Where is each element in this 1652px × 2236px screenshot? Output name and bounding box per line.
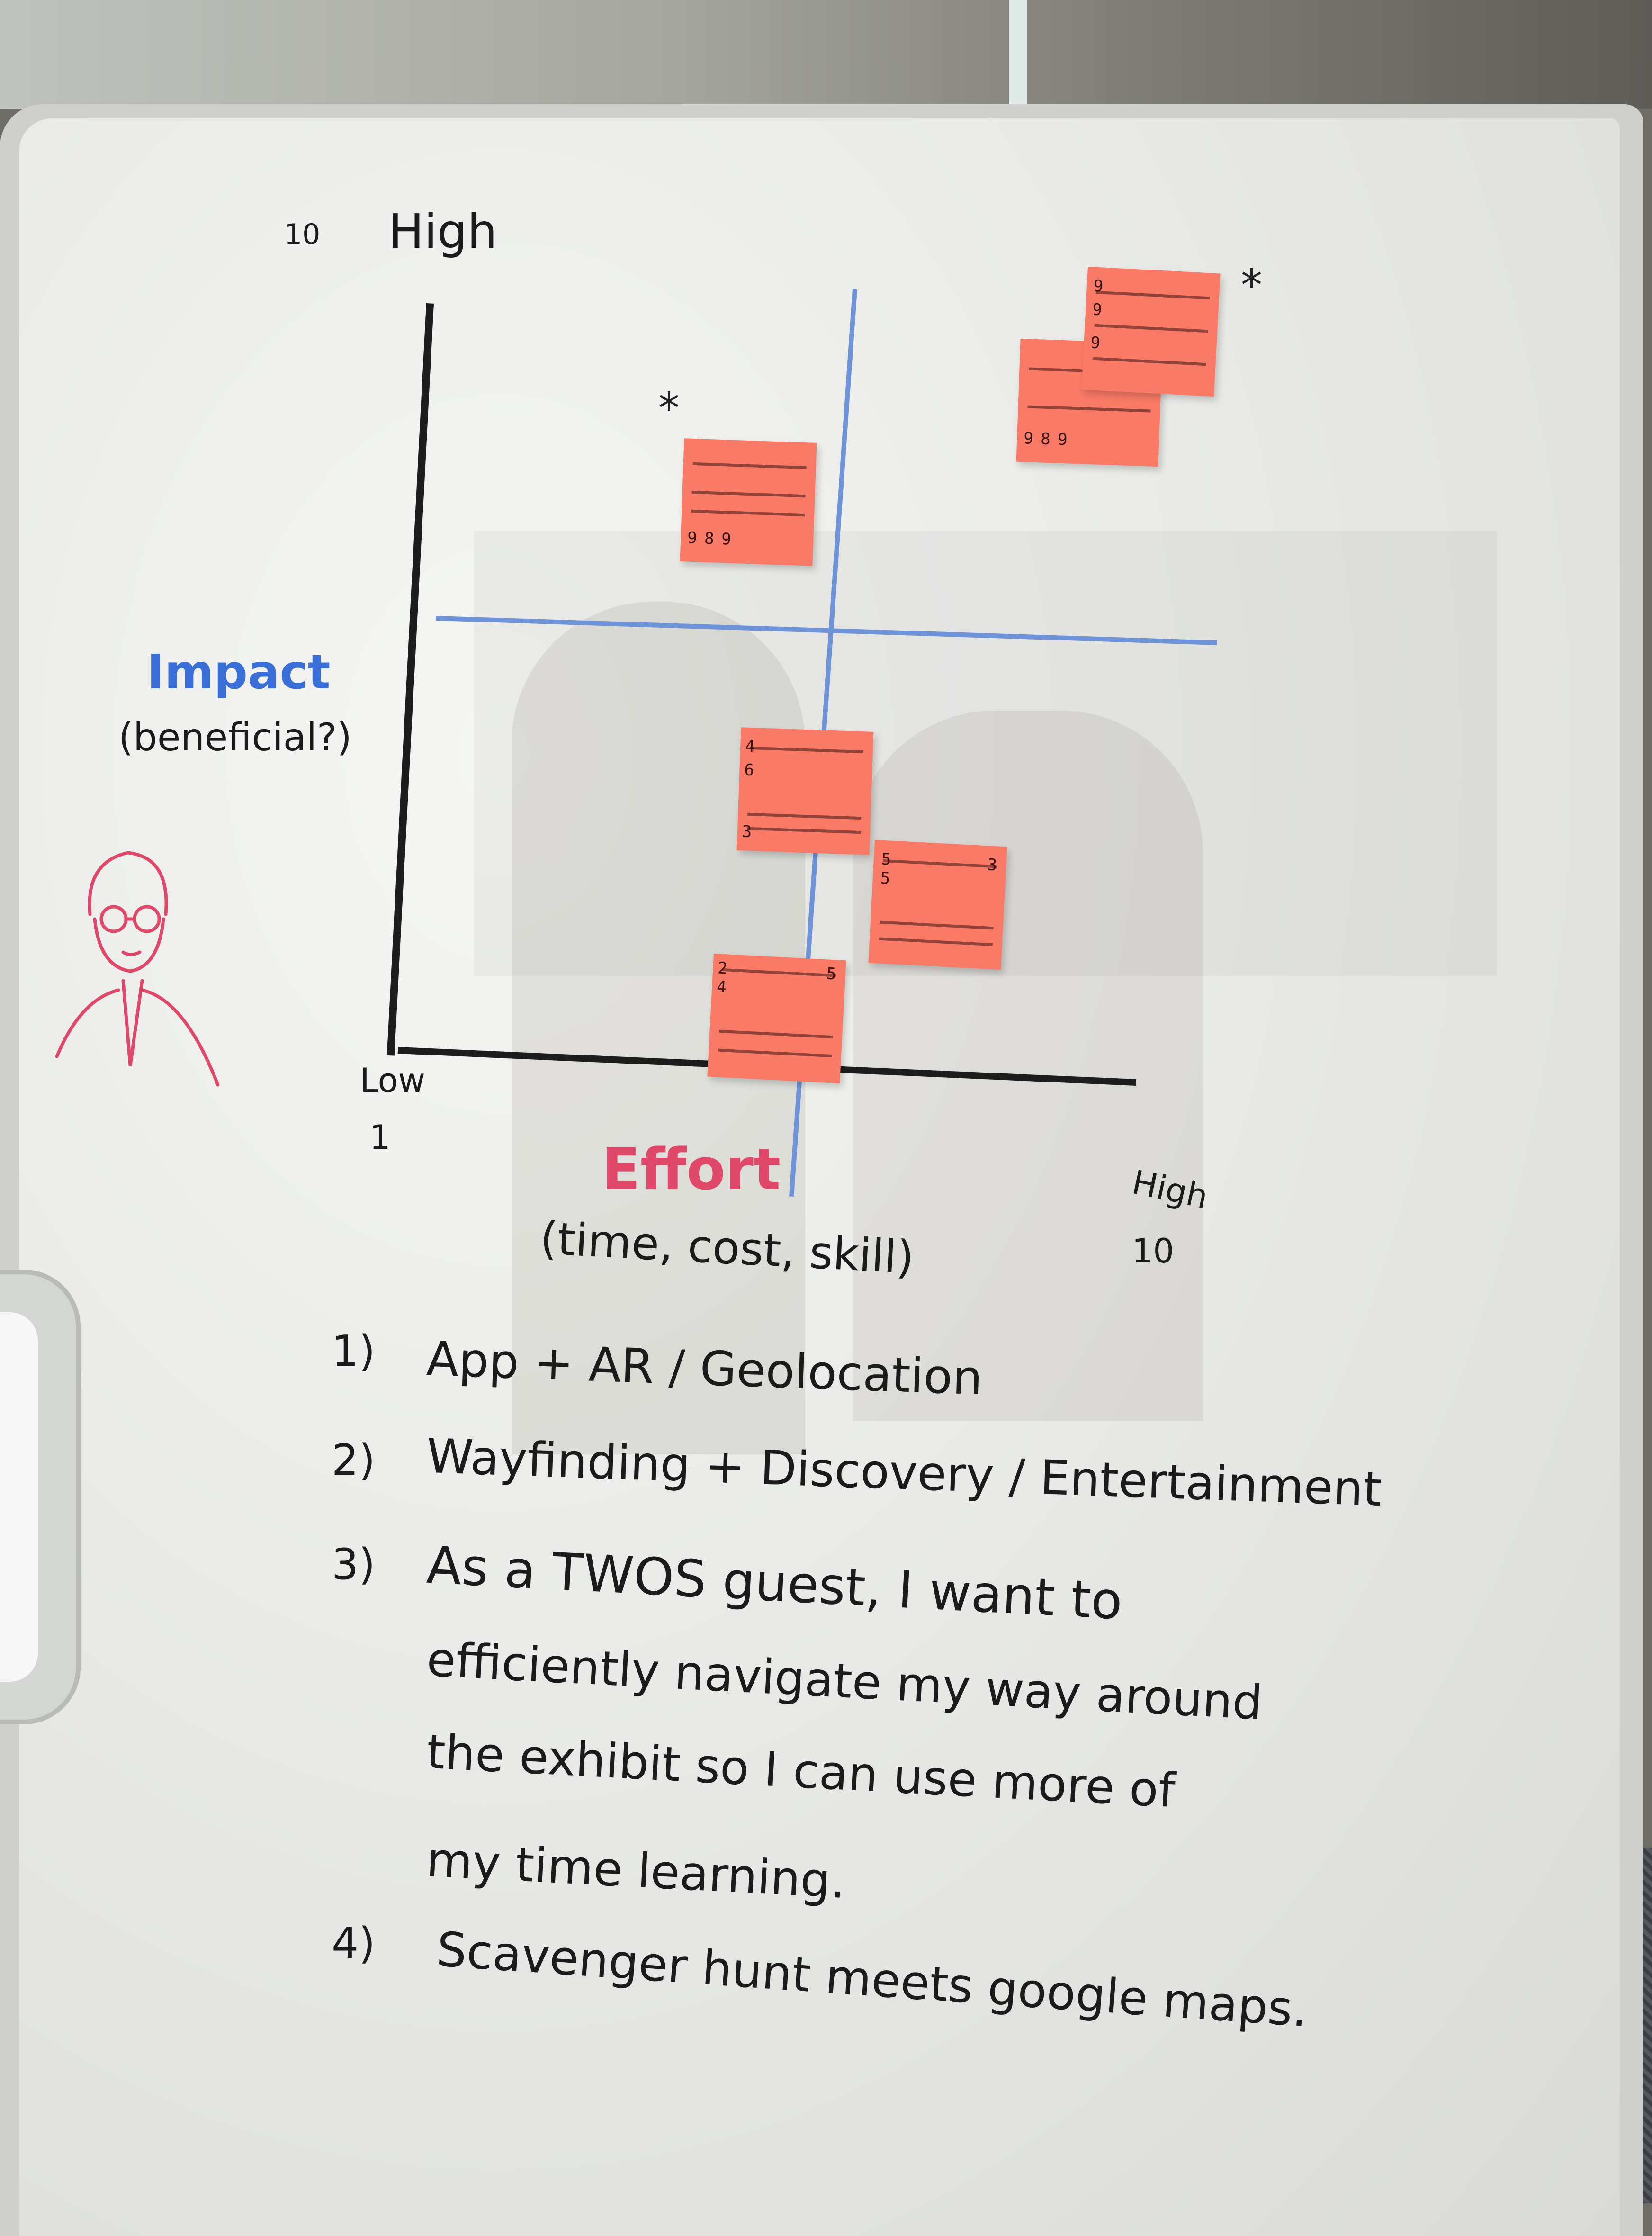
user-story-line-2: efficiently navigate my way around xyxy=(425,1631,1264,1731)
sticky-note[interactable]: 9 9 9 xyxy=(1081,266,1221,397)
person-reflection-right xyxy=(853,711,1203,1421)
note-score: 5 xyxy=(880,849,892,869)
star-mark: * xyxy=(1241,261,1262,310)
y-axis-top-number: 10 xyxy=(284,218,321,251)
note-score: 9 xyxy=(1090,333,1101,353)
list-item-4-text: Scavenger hunt meets google maps. xyxy=(435,1921,1310,2038)
list-number-1: 1) xyxy=(332,1326,376,1376)
origin-number: 1 xyxy=(369,1118,391,1157)
note-score: 9 xyxy=(721,530,732,549)
note-score: 9 xyxy=(1023,429,1034,448)
note-score: 6 xyxy=(744,760,754,780)
sticky-note[interactable]: 2 4 5 xyxy=(707,953,846,1084)
pink-person-sketch xyxy=(55,851,220,1087)
x-axis-title: Effort xyxy=(602,1137,781,1203)
note-score: 4 xyxy=(745,737,755,757)
y-axis-top-label: High xyxy=(388,204,497,259)
note-score: 4 xyxy=(716,977,727,997)
list-item-2-text: Wayfinding + Discovery / Entertainment xyxy=(425,1428,1383,1517)
note-score: 3 xyxy=(742,822,753,842)
note-score: 3 xyxy=(987,855,998,875)
list-number-2: 2) xyxy=(332,1435,376,1485)
sticky-note[interactable]: 5 5 3 xyxy=(868,839,1007,970)
note-score: 5 xyxy=(880,868,891,888)
note-score: 9 xyxy=(1093,276,1104,296)
x-axis-low-label: Low xyxy=(360,1061,425,1100)
note-score: 5 xyxy=(826,964,837,984)
note-score: 9 xyxy=(1092,300,1103,320)
user-story-line-1: As a TWOS guest, I want to xyxy=(425,1535,1124,1632)
y-axis-subtitle: (beneficial?) xyxy=(118,715,352,759)
user-story-line-4: my time learning. xyxy=(425,1831,847,1910)
star-mark: * xyxy=(658,384,680,433)
whiteboard-surface: 10 High Impact (beneficial?) Low 1 Effor… xyxy=(19,118,1620,2236)
whiteboard-handle[interactable] xyxy=(0,1270,81,1724)
y-axis-line xyxy=(386,303,434,1056)
sticky-note[interactable]: 9 8 9 xyxy=(680,438,817,566)
note-score: 2 xyxy=(717,958,728,978)
note-score: 9 xyxy=(687,528,698,548)
ceiling xyxy=(0,0,1652,109)
note-score: 8 xyxy=(1040,429,1051,449)
list-number-3: 3) xyxy=(332,1540,376,1589)
whiteboard: 10 High Impact (beneficial?) Low 1 Effor… xyxy=(0,104,1643,2236)
y-axis-title: Impact xyxy=(147,644,331,700)
sticky-note[interactable]: 4 6 3 xyxy=(736,727,874,855)
x-axis-high-number: 10 xyxy=(1132,1232,1175,1271)
note-score: 9 xyxy=(1057,430,1068,450)
whiteboard-handle-grip xyxy=(0,1312,38,1682)
user-story-line-3: the exhibit so I can use more of xyxy=(425,1723,1177,1819)
note-score: 8 xyxy=(704,529,715,549)
ceiling-light xyxy=(1009,0,1027,104)
list-number-4: 4) xyxy=(332,1919,376,1968)
